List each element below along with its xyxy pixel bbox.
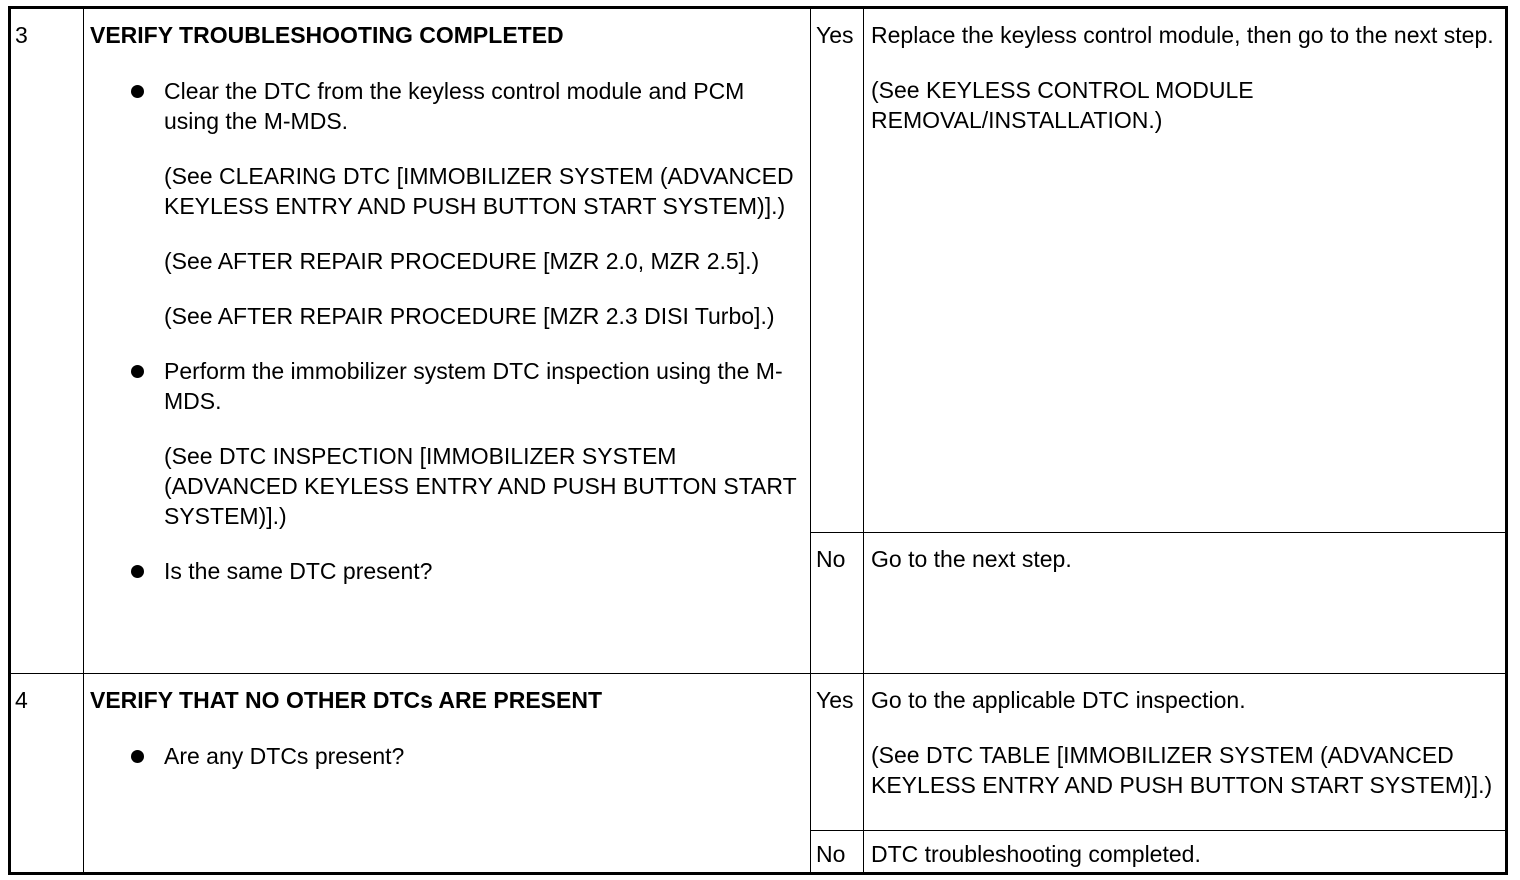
reference-text: (See AFTER REPAIR PROCEDURE [MZR 2.3 DIS… (164, 303, 775, 329)
step-action: VERIFY THAT NO OTHER DTCs ARE PRESENT Ar… (83, 672, 811, 875)
bullet-icon (131, 565, 144, 578)
response-yes: Go to the applicable DTC inspection. (Se… (863, 672, 1507, 831)
result-yes: Yes (810, 7, 864, 533)
response-text: Replace the keyless control module, then… (871, 22, 1494, 48)
result-no: No (810, 531, 864, 674)
response-no: Go to the next step. (863, 531, 1507, 674)
step-4-yes-row: 4 VERIFY THAT NO OTHER DTCs ARE PRESENT … (9, 672, 1507, 875)
reference-text: (See CLEARING DTC [IMMOBILIZER SYSTEM (A… (164, 163, 794, 219)
list-item: Perform the immobilizer system DTC inspe… (131, 356, 802, 531)
response-no: DTC troubleshooting completed. (863, 829, 1507, 875)
step-number: 3 (9, 7, 84, 674)
action-text: Clear the DTC from the keyless control m… (164, 78, 745, 134)
bullet-icon (131, 749, 144, 763)
bullet-icon (131, 365, 144, 378)
reference-text: (See AFTER REPAIR PROCEDURE [MZR 2.0, MZ… (164, 248, 760, 274)
result-yes: Yes (810, 672, 864, 831)
reference-text: (See DTC TABLE [IMMOBILIZER SYSTEM (ADVA… (871, 741, 1493, 798)
response-text: Go to the applicable DTC inspection. (871, 686, 1246, 713)
step-title: VERIFY THAT NO OTHER DTCs ARE PRESENT (90, 686, 603, 713)
step-4-no-row: No DTC troubleshooting completed. (10, 829, 1507, 875)
list-item: Is the same DTC present? (131, 556, 802, 586)
response-yes: Replace the keyless control module, then… (863, 7, 1507, 533)
step-3-no-row: No Go to the next step. (10, 531, 1507, 674)
step-3-yes-row: 3 VERIFY TROUBLESHOOTING COMPLETED Clear… (9, 7, 1507, 674)
action-list: Are any DTCs present? (90, 741, 802, 771)
reference-text: (See DTC INSPECTION [IMMOBILIZER SYSTEM … (164, 443, 797, 529)
action-text: Is the same DTC present? (164, 558, 433, 584)
action-text: Are any DTCs present? (164, 742, 405, 769)
reference-text: (See KEYLESS CONTROL MODULE REMOVAL/INST… (871, 77, 1254, 133)
list-item: Are any DTCs present? (131, 741, 802, 771)
bullet-icon (131, 85, 144, 98)
step-number: 4 (9, 672, 84, 875)
result-no: No (810, 829, 864, 875)
action-text: Perform the immobilizer system DTC inspe… (164, 358, 783, 414)
step-title: VERIFY TROUBLESHOOTING COMPLETED (90, 22, 564, 48)
action-list: Clear the DTC from the keyless control m… (90, 76, 802, 586)
list-item: Clear the DTC from the keyless control m… (131, 76, 802, 331)
troubleshooting-table: 3 VERIFY TROUBLESHOOTING COMPLETED Clear… (8, 6, 1508, 875)
step-action: VERIFY TROUBLESHOOTING COMPLETED Clear t… (83, 7, 811, 674)
